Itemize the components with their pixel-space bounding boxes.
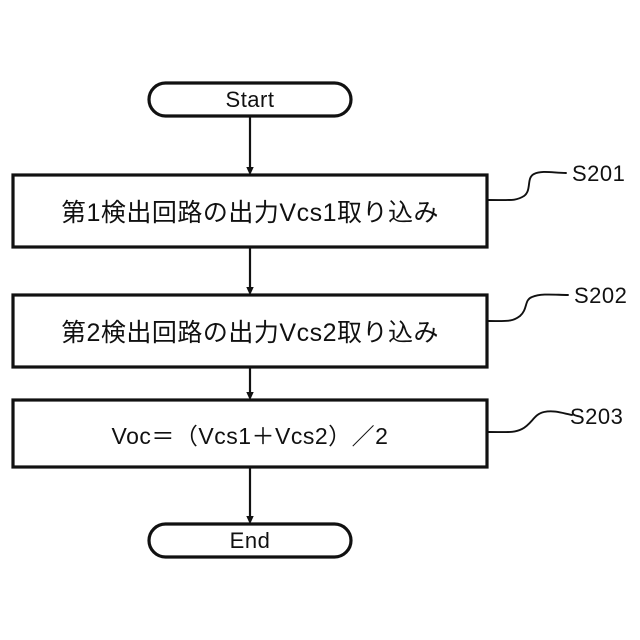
node-s201-shape[interactable]	[11, 173, 489, 249]
step-tag-s201: S201	[572, 161, 626, 186]
node-end-shape[interactable]	[147, 522, 353, 559]
step-tag-s203: S203	[570, 404, 624, 429]
leader-line-s202	[487, 293, 569, 323]
step-tag-s202: S202	[574, 283, 628, 308]
node-s202-shape[interactable]	[11, 293, 489, 369]
node-start-shape[interactable]	[147, 81, 353, 118]
leader-line-s201	[487, 170, 567, 202]
node-s203-shape[interactable]	[11, 398, 489, 469]
leader-line-s203	[487, 410, 573, 434]
